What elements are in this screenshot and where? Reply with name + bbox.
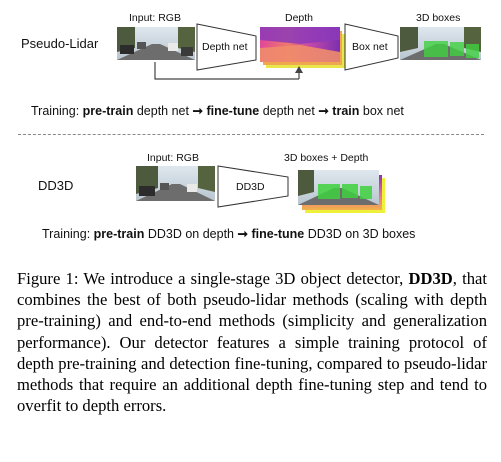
pl-depth-label: Depth <box>285 12 314 24</box>
dd3d-step1-rest: DD3D on depth <box>147 227 235 241</box>
caption-text-1: We introduce a single-stage 3D object de… <box>83 269 404 288</box>
caption-fig-number: Figure 1: <box>17 269 79 288</box>
pl-depth-map <box>260 27 345 68</box>
section-divider <box>18 134 484 135</box>
depth-net-funnel <box>196 23 257 71</box>
dd3d-arrow: ➞ <box>237 227 248 241</box>
dd3d-funnel <box>217 165 289 208</box>
dd3d-output-image <box>298 170 385 213</box>
pl-arrow-2: ➞ <box>318 104 329 118</box>
pl-step3-bold: train <box>332 104 360 118</box>
pl-row-label: Pseudo-Lidar <box>21 36 99 51</box>
dd3d-net-label: DD3D <box>236 181 265 193</box>
pl-step3-rest: box net <box>362 104 404 118</box>
caption-text-2: , that combines the best of both pseudo-… <box>17 269 487 416</box>
depth-net-label: Depth net <box>202 41 248 53</box>
pl-feedback-arrow <box>154 62 300 80</box>
diagram <box>117 23 481 213</box>
pl-input-label: Input: RGB <box>129 12 181 24</box>
dd3d-step2-rest: DD3D on 3D boxes <box>307 227 416 241</box>
pl-training-prefix: Training: <box>31 104 80 118</box>
pl-boxes-label: 3D boxes <box>416 12 461 24</box>
pl-step2-rest: depth net <box>262 104 315 118</box>
dd3d-input-label: Input: RGB <box>147 152 199 164</box>
dd3d-training-prefix: Training: <box>42 227 91 241</box>
dd3d-output-label: 3D boxes + Depth <box>284 152 369 164</box>
pl-step1-rest: depth net <box>136 104 189 118</box>
pl-step2-bold: fine-tune <box>206 104 260 118</box>
dd3d-row-label: DD3D <box>38 178 74 193</box>
dd3d-input-rgb-image <box>136 166 215 201</box>
caption-method-name: DD3D <box>408 269 453 288</box>
figure-caption: Figure 1: We introduce a single-stage 3D… <box>17 268 487 416</box>
pl-training-line: Training: pre-train depth net ➞ fine-tun… <box>31 103 404 118</box>
pl-3d-boxes-image <box>400 27 481 60</box>
dd3d-step2-bold: fine-tune <box>251 227 305 241</box>
box-net-label: Box net <box>352 41 388 53</box>
dd3d-step1-bold: pre-train <box>93 227 145 241</box>
pl-feedback-arrowhead <box>295 66 303 73</box>
pl-input-rgb-image <box>117 27 195 60</box>
dd3d-training-line: Training: pre-train DD3D on depth ➞ fine… <box>42 226 415 241</box>
box-net-funnel <box>344 23 399 71</box>
pl-arrow-1: ➞ <box>192 104 203 118</box>
pl-step1-bold: pre-train <box>82 104 134 118</box>
